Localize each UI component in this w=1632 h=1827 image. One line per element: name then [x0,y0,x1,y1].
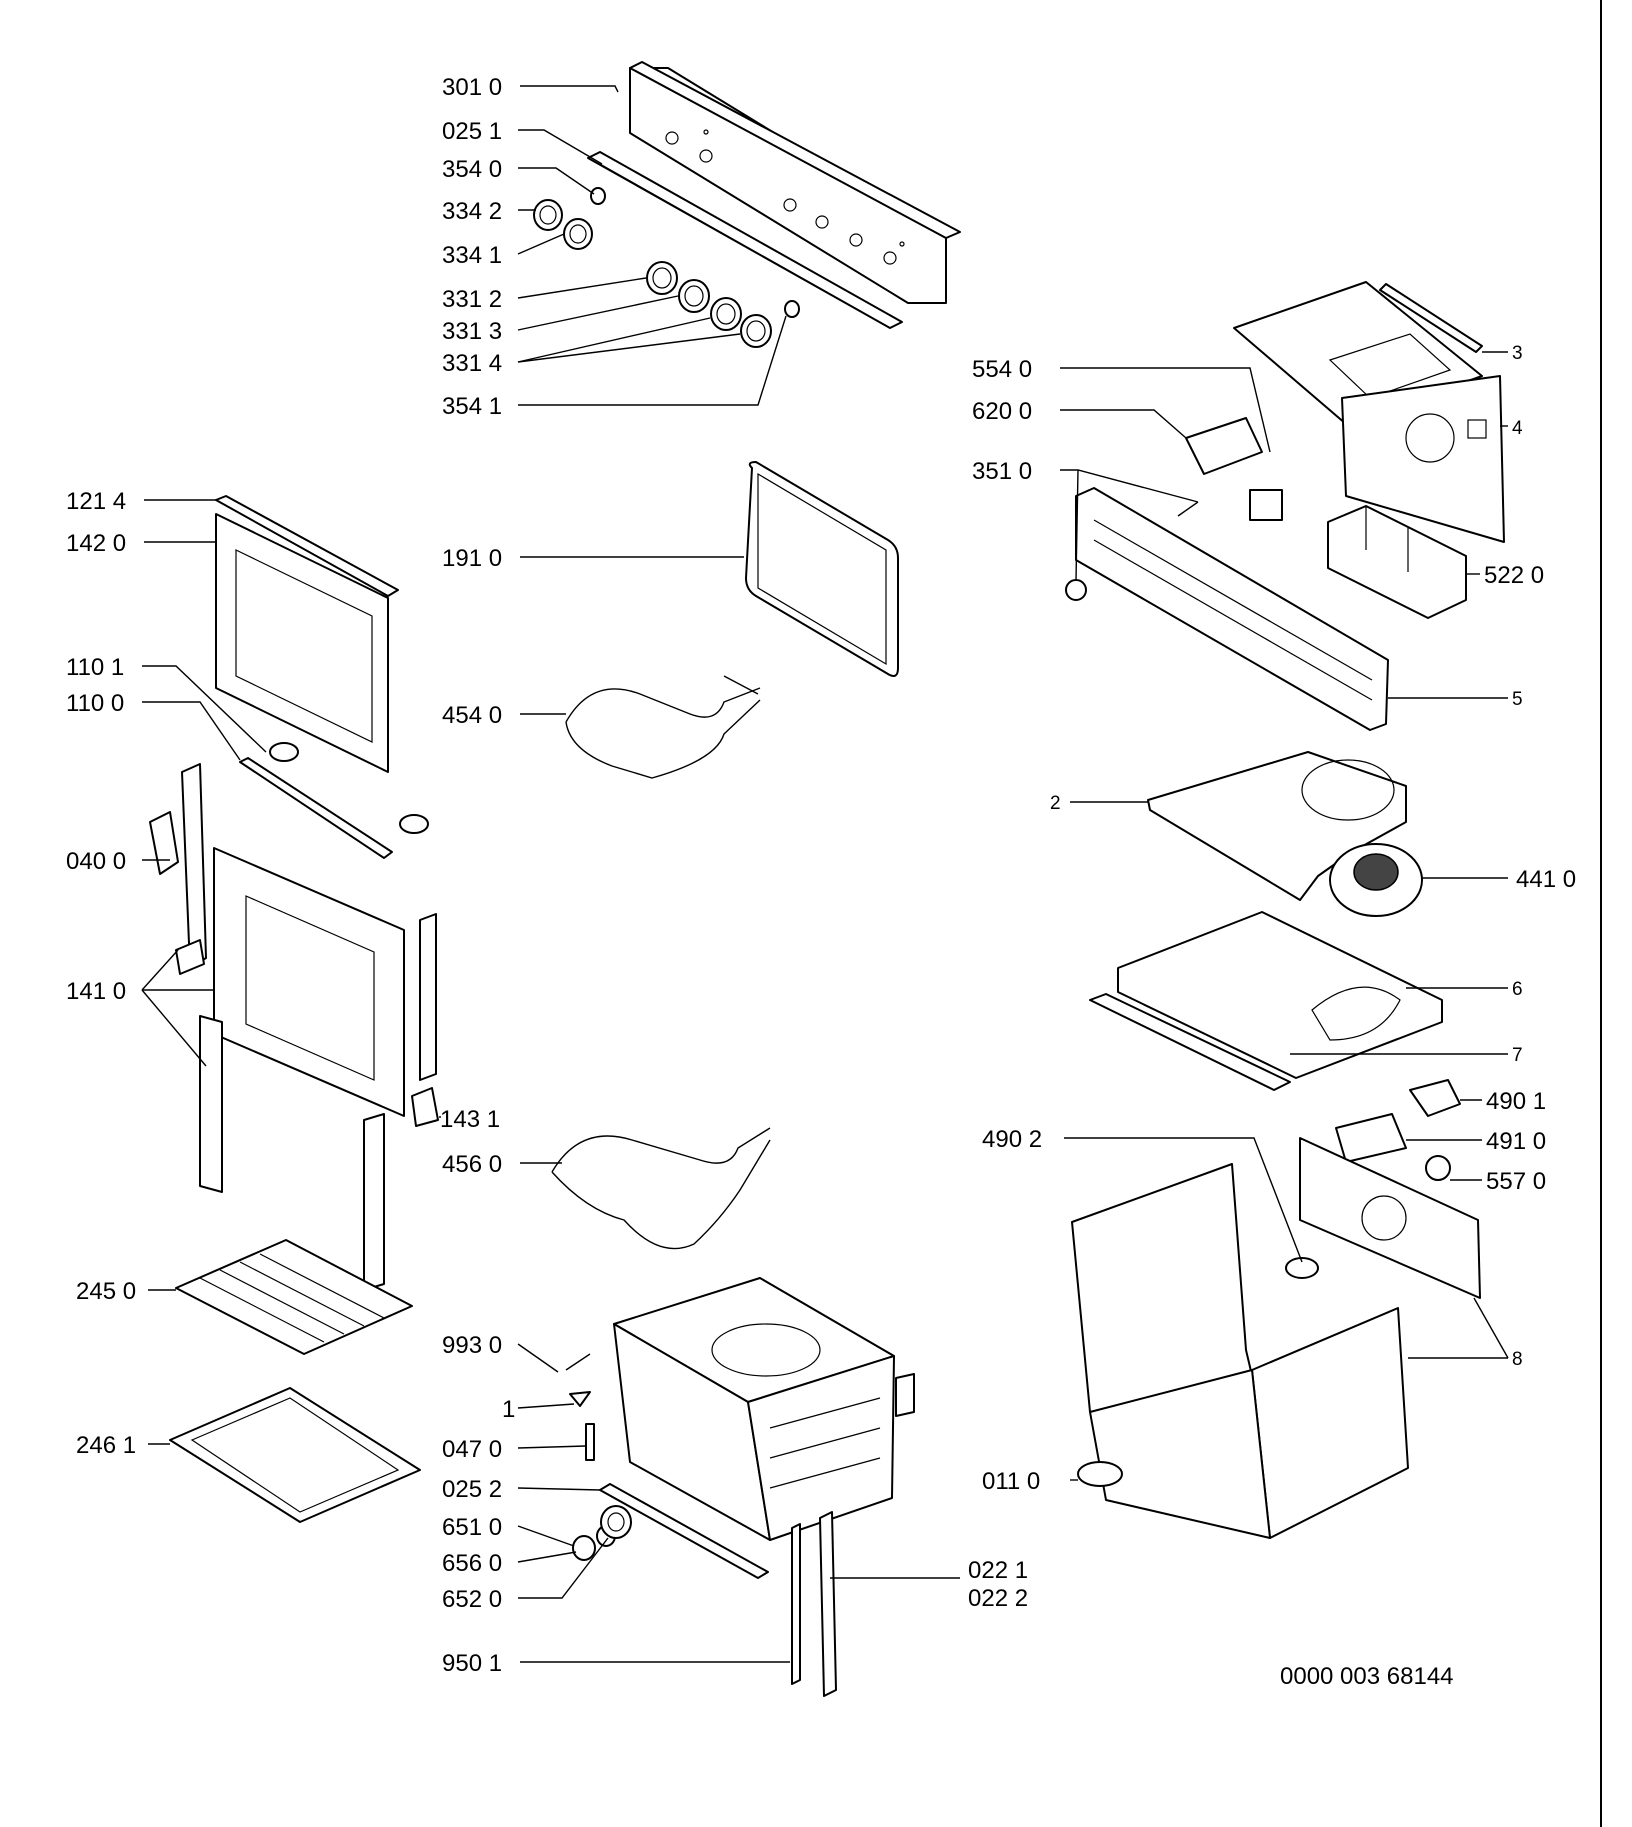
contactor-block [1327,505,1467,619]
callout-025-2: 025 2 [442,1476,502,1503]
callout-331-3: 331 3 [442,318,502,345]
side-runners [791,1511,837,1697]
callout-950-1: 950 1 [442,1650,502,1677]
cavity-front-trim [599,1483,769,1579]
callout-121-4: 121 4 [66,488,126,515]
callout-143-1: 143 1 [440,1106,500,1133]
control-panel-fascia [629,61,961,304]
callout-656-0: 656 0 [442,1550,502,1577]
callout-022-2: 022 2 [968,1585,1028,1612]
callout-047-0: 047 0 [442,1436,502,1463]
wire-shelf [175,1239,413,1355]
callout-522-0: 522 0 [1484,562,1544,589]
callout-331-2: 331 2 [442,286,502,313]
callout-025-1: 025 1 [442,118,502,145]
callout-labels: 301 0 025 1 354 0 334 2 334 1 331 2 331 … [66,74,1576,1690]
callout-2: 2 [1050,793,1061,814]
top-heating-element [565,675,761,779]
callout-142-0: 142 0 [66,530,126,557]
callout-331-4: 331 4 [442,350,502,377]
callout-456-0: 456 0 [442,1151,502,1178]
callout-334-2: 334 2 [442,198,502,225]
callout-6: 6 [1512,979,1523,1000]
callout-334-1: 334 1 [442,242,502,269]
door-side-rails [199,913,439,1291]
callout-011-0: 011 0 [982,1468,1040,1495]
terminal-block-parts [1335,1079,1461,1181]
drawing-number: 0000 003 68144 [1280,1663,1454,1690]
callout-620-0: 620 0 [972,398,1032,425]
control-knobs [533,187,800,348]
door-gasket [745,461,899,677]
fan-motor [1329,843,1423,917]
outer-door-glass [215,513,389,773]
callout-4: 4 [1512,418,1523,439]
rear-cover-panel [1341,375,1505,543]
callout-5: 5 [1512,689,1523,710]
callout-301-0: 301 0 [442,74,502,101]
callout-652-0: 652 0 [442,1586,502,1613]
callout-490-2: 490 2 [982,1126,1042,1153]
outer-casing [1071,1137,1481,1539]
inner-door-glass [213,847,405,1117]
programmer-and-timer [1177,417,1283,521]
callout-246-1: 246 1 [76,1432,136,1459]
baking-tray [169,1387,421,1523]
rear-wall-panel [1117,911,1443,1079]
callout-040-0: 040 0 [66,848,126,875]
callout-441-0: 441 0 [1516,866,1576,893]
callout-557-0: 557 0 [1486,1168,1546,1195]
callout-351-0: 351 0 [972,458,1032,485]
callout-7: 7 [1512,1045,1523,1066]
callout-354-0: 354 0 [442,156,502,183]
callout-354-1: 354 1 [442,393,502,420]
callout-1: 1 [502,1396,515,1423]
bottom-heating-element [551,1127,771,1250]
callout-110-1: 110 1 [66,654,124,681]
callout-191-0: 191 0 [442,545,502,572]
callout-245-0: 245 0 [76,1278,136,1305]
oven-cavity [613,1277,915,1541]
callout-141-0: 141 0 [66,978,126,1005]
callout-454-0: 454 0 [442,702,502,729]
callout-993-0: 993 0 [442,1332,502,1359]
callout-022-1: 022 1 [968,1557,1028,1584]
callout-110-0: 110 0 [66,690,124,717]
callout-651-0: 651 0 [442,1514,502,1541]
control-panel-strip [587,151,903,329]
leader-lines [141,85,1509,1663]
door-top-trim [215,495,399,597]
callout-554-0: 554 0 [972,356,1032,383]
callout-490-1: 490 1 [1486,1088,1546,1115]
callout-8: 8 [1512,1349,1523,1370]
door-hinge-parts [149,742,429,975]
callout-491-0: 491 0 [1486,1128,1546,1155]
cavity-small-parts [565,1353,632,1561]
callout-3: 3 [1512,343,1523,364]
rear-wall-trim [1089,993,1291,1091]
